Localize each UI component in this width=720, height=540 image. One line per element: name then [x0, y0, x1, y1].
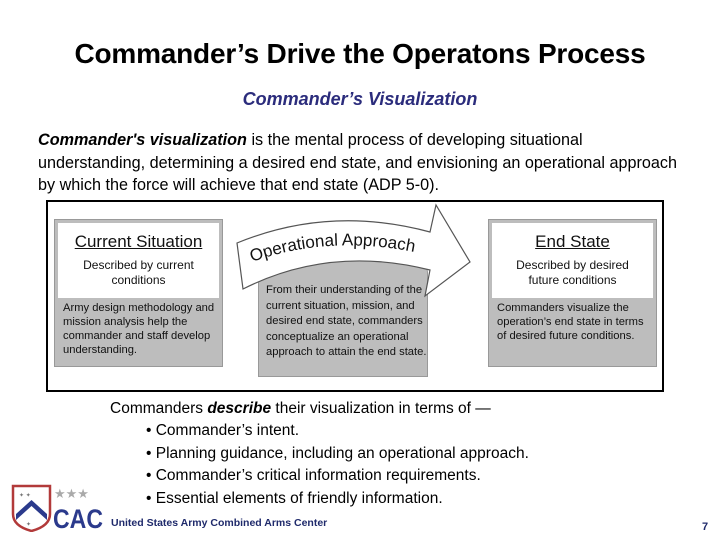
intro-text: is the mental process of developing situ… [38, 131, 677, 194]
end-state-subheading: Described by desired future conditions [516, 258, 629, 287]
end-state-body: Commanders visualize the operation’s end… [497, 302, 644, 342]
bullet-item: • Planning guidance, including an operat… [146, 444, 529, 462]
current-situation-heading: Current Situation [74, 232, 203, 251]
slide-title: Commander’s Drive the Operatons Process [74, 38, 646, 69]
end-state-heading: End State [535, 232, 610, 251]
bullet-item: • Commander’s critical information requi… [146, 467, 481, 484]
operational-approach-body: From their understanding of the current … [266, 284, 427, 358]
svg-text:✦: ✦ [26, 521, 31, 528]
describe-bullet-list: • Commander’s intent. • Planning guidanc… [146, 420, 529, 510]
logo-text: CAC [53, 504, 103, 532]
current-situation-panel: Current Situation Described by current c… [54, 219, 223, 367]
current-situation-body: Army design methodology and mission anal… [63, 302, 215, 356]
cac-logo-icon: ✦ ✦ ✦ ★★★ CAC [11, 484, 103, 532]
end-state-panel: End State Described by desired future co… [488, 219, 657, 367]
describe-sentence: Commanders describe their visualization … [110, 398, 491, 420]
footer-organization: United States Army Combined Arms Center [111, 517, 328, 529]
intro-term: Commander's visualization [38, 131, 247, 149]
svg-text:✦ ✦: ✦ ✦ [19, 492, 31, 499]
describe-prefix: Commanders [110, 400, 208, 417]
current-situation-subheading: Described by current conditions [83, 258, 194, 287]
bullet-item: • Commander’s intent. [146, 422, 300, 439]
bullet-item: • Essential elements of friendly informa… [146, 489, 443, 507]
slide-subtitle: Commander’s Visualization [242, 89, 478, 109]
describe-emphasis: describe [207, 400, 272, 417]
page-number: 7 [702, 521, 709, 533]
intro-paragraph: Commander's visualization is the mental … [38, 129, 688, 197]
svg-text:★★★: ★★★ [54, 487, 89, 502]
describe-suffix: their visualization in terms of — [271, 400, 491, 417]
